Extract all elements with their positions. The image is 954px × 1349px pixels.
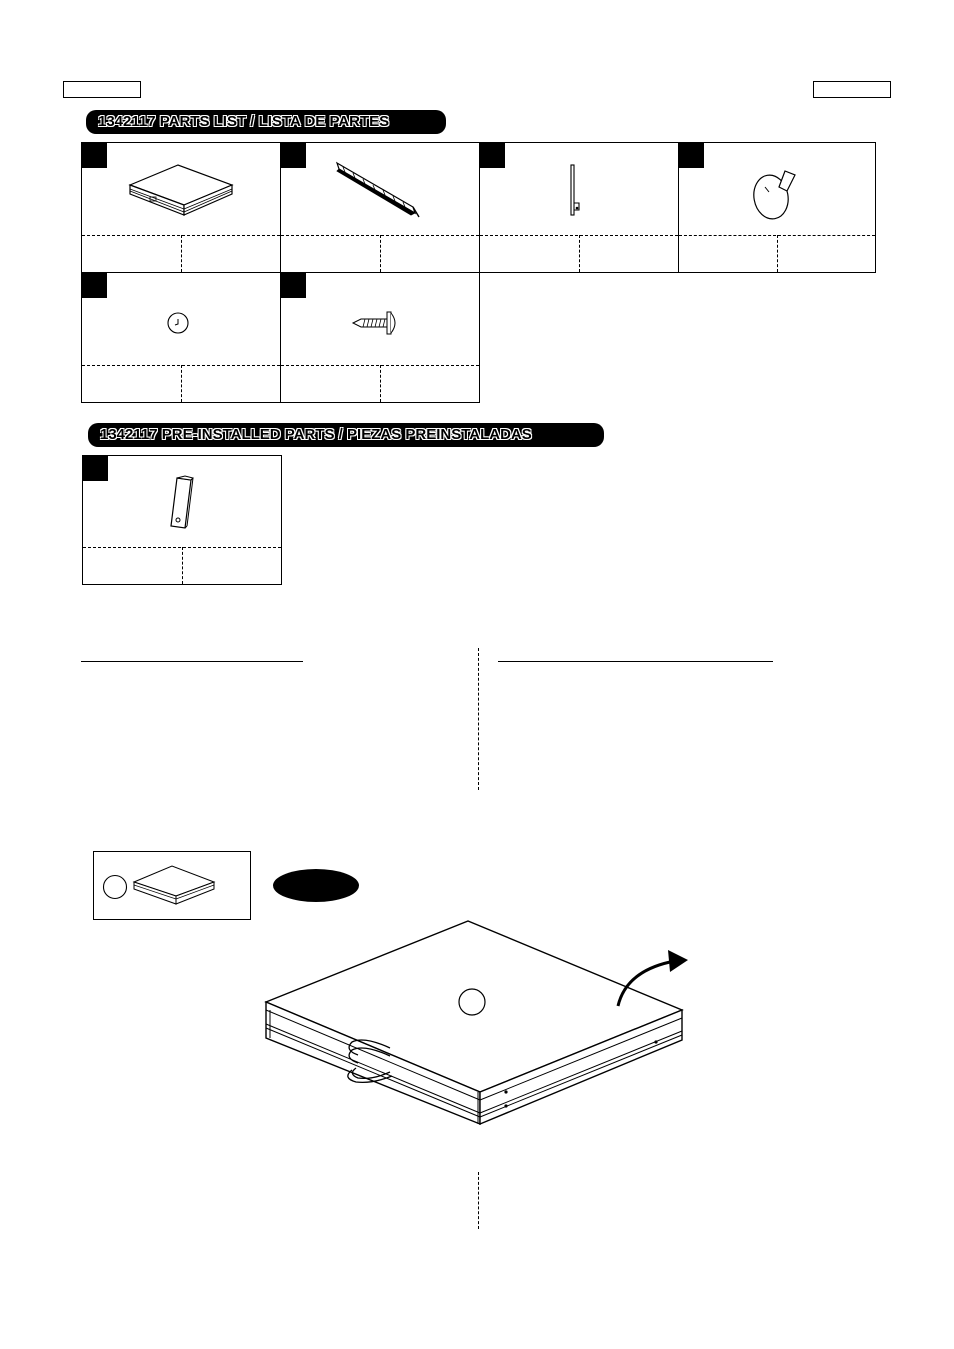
- bracket-icon: [170, 475, 194, 529]
- part-cell-glide: [678, 142, 876, 273]
- screw-icon: [351, 311, 396, 335]
- part-cell-screw: [280, 272, 480, 403]
- preinstalled-banner: 1342117 PRE-INSTALLED PARTS / PIEZAS PRE…: [88, 423, 604, 447]
- part-cell-bracket: [82, 455, 282, 585]
- callout-circle-icon: [102, 874, 128, 900]
- part-letter-tag: [480, 143, 505, 168]
- part-letter-tag: [281, 143, 306, 168]
- part-cell-washer: [81, 272, 281, 403]
- parts-grid-row-2: [81, 272, 480, 403]
- rail-icon: [335, 161, 420, 218]
- part-letter-tag: [82, 273, 107, 298]
- part-cell-panel: [81, 142, 281, 273]
- rod-icon: [570, 164, 580, 216]
- panel-illustration: [264, 920, 684, 1126]
- panel-icon: [128, 164, 234, 216]
- part-letter-tag: [679, 143, 704, 168]
- header-right-box: [813, 81, 891, 98]
- part-cell-rail: [280, 142, 480, 273]
- column-divider: [478, 648, 479, 790]
- glide-icon: [753, 170, 796, 220]
- left-column-rule: [81, 661, 303, 662]
- step-callout-box: [93, 851, 251, 920]
- part-letter-tag: [83, 456, 108, 481]
- parts-grid: [81, 142, 876, 273]
- step-badge: [273, 869, 359, 902]
- part-letter-tag: [82, 143, 107, 168]
- panel-icon: [132, 865, 216, 905]
- header-left-box: [63, 81, 141, 98]
- parts-list-banner: 1342117 PARTS LIST / LISTA DE PARTES: [86, 110, 446, 134]
- part-letter-tag: [281, 273, 306, 298]
- rotate-arrow-icon: [616, 950, 688, 1007]
- washer-icon: [167, 312, 189, 334]
- bottom-column-divider: [478, 1172, 479, 1229]
- part-cell-rod: [479, 142, 679, 273]
- right-column-rule: [498, 661, 773, 662]
